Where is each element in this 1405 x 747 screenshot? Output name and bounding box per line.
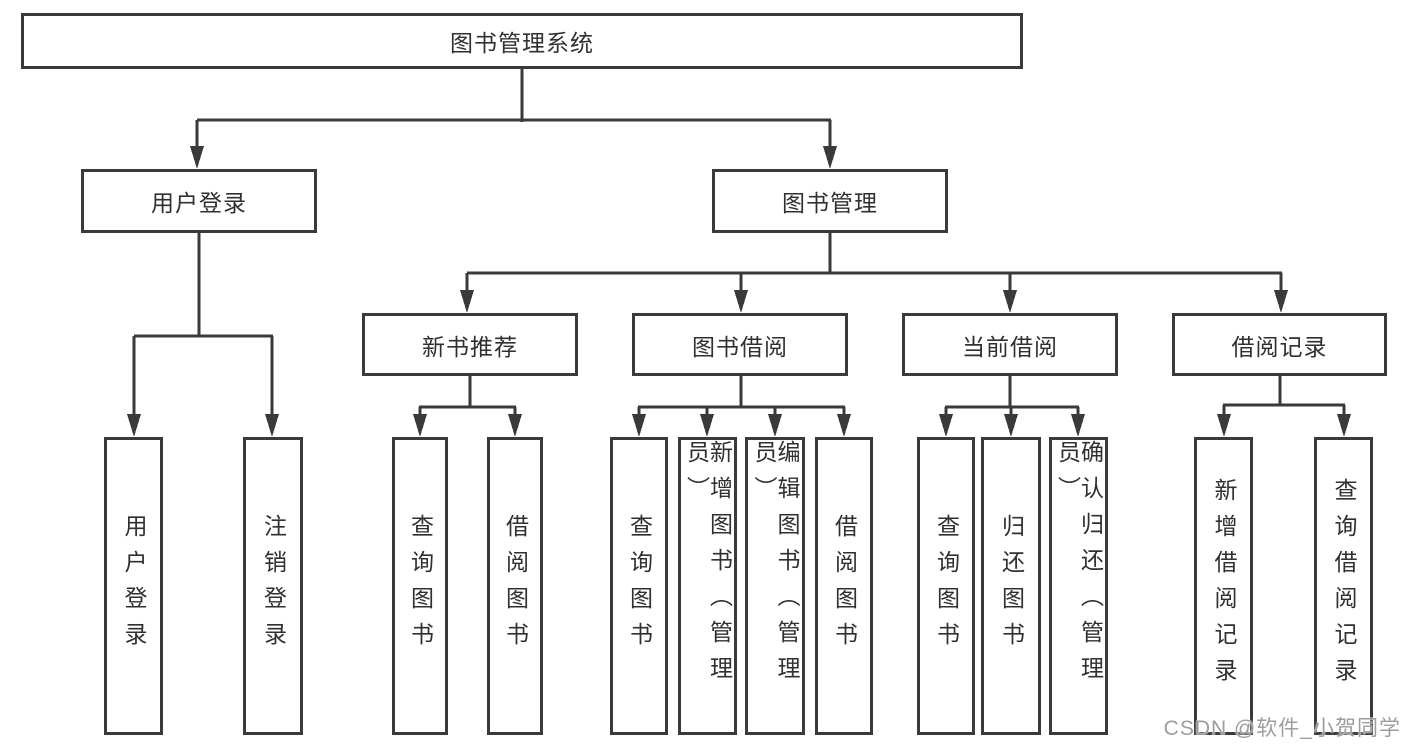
node-user-login: 用户登录 — [81, 169, 317, 233]
leaf-records-query-record-label: 查询借阅记录 — [1331, 478, 1357, 694]
leaf-current-query-books-label: 查询图书 — [933, 514, 960, 658]
leaf-current-confirm-return-admin: 确认归还（管理员） — [1049, 437, 1108, 735]
node-new-book-recommendation: 新书推荐 — [362, 313, 578, 376]
csdn-watermark: CSDN @软件_小贺同学 — [1163, 717, 1401, 740]
node-borrowing-records: 借阅记录 — [1172, 313, 1387, 376]
node-book-management: 图书管理 — [712, 169, 948, 233]
leaf-logout: 注销登录 — [243, 437, 303, 735]
leaf-borrowing-add-books-admin-label: 新增图书（管理员） — [683, 440, 733, 692]
leaf-records-add-record: 新增借阅记录 — [1194, 437, 1253, 735]
leaf-borrowing-edit-books-admin-label: 编辑图书（管理员） — [751, 440, 800, 692]
leaf-current-return-books: 归还图书 — [981, 437, 1041, 735]
leaf-borrowing-add-books-admin: 新增图书（管理员） — [678, 437, 737, 735]
leaf-user-login-label: 用户登录 — [121, 514, 147, 658]
leaf-borrowing-borrow-books: 借阅图书 — [815, 437, 873, 735]
leaf-borrowing-query-books-label: 查询图书 — [626, 514, 653, 658]
leaf-current-confirm-return-admin-label: 确认归还（管理员） — [1054, 440, 1104, 692]
leaf-logout-label: 注销登录 — [260, 514, 287, 658]
leaf-user-login: 用户登录 — [104, 437, 163, 735]
leaf-borrowing-edit-books-admin: 编辑图书（管理员） — [745, 437, 805, 735]
node-book-borrowing: 图书借阅 — [632, 313, 848, 376]
leaf-recommend-borrow-books: 借阅图书 — [487, 437, 543, 735]
leaf-records-add-record-label: 新增借阅记录 — [1211, 478, 1237, 694]
node-current-borrowing: 当前借阅 — [902, 313, 1118, 376]
leaf-borrowing-query-books: 查询图书 — [610, 437, 668, 735]
leaf-recommend-query-books: 查询图书 — [392, 437, 448, 735]
leaf-current-return-books-label: 归还图书 — [998, 514, 1025, 658]
leaf-records-query-record: 查询借阅记录 — [1314, 437, 1373, 735]
leaf-borrowing-borrow-books-label: 借阅图书 — [831, 514, 858, 658]
node-library-management-system: 图书管理系统 — [21, 13, 1023, 69]
leaf-recommend-borrow-books-label: 借阅图书 — [502, 514, 529, 658]
leaf-recommend-query-books-label: 查询图书 — [407, 514, 434, 658]
leaf-current-query-books: 查询图书 — [917, 437, 975, 735]
